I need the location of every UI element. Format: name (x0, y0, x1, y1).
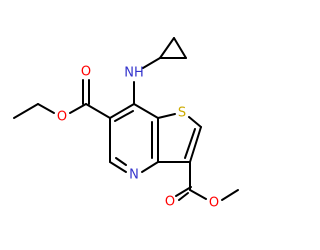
bond-c7a-s1 (157, 113, 176, 119)
bond-m-ester-o-double-b (178, 192, 189, 201)
bond-n4-c5 (109, 161, 127, 173)
bond-ester-c-o-ether (69, 103, 87, 114)
bond-cp-2 (173, 37, 187, 59)
atom-ring-s: S (178, 106, 186, 121)
bond-c2-c3 (189, 126, 202, 163)
bond-nh-cp (142, 57, 161, 69)
bond-m-ester-o-double-a (175, 186, 192, 197)
bond-s1-c2 (188, 116, 202, 128)
atom-ester-o-carbonyl: O (81, 65, 91, 80)
atom-nh: NH (124, 66, 144, 81)
bond-c3a-n4 (141, 161, 159, 173)
molecule-figure: NH O O S N O O (13, 37, 239, 211)
structure-diagram: NH O O S N O O (13, 37, 239, 211)
bond-c5-n4-double (115, 157, 127, 166)
atom-labels: NH O O S N O O (57, 65, 219, 211)
bonds (13, 37, 239, 201)
bond-cp-3 (159, 37, 175, 59)
bond-c6-ester-c (85, 103, 111, 119)
bond-c7-c7a (133, 103, 159, 119)
bond-c6-c7-double (114, 110, 134, 122)
atom-methyl-o-ether: O (209, 196, 219, 211)
atom-ring-n: N (129, 168, 139, 183)
bond-c2-c3-double (184, 128, 196, 159)
bond-c6-c7 (109, 103, 135, 119)
bond-o-ch2 (37, 103, 55, 114)
bond-ch2-ch3 (13, 103, 39, 119)
bond-m-ester-o-ether (189, 189, 207, 200)
bond-o-ch3 (221, 189, 239, 201)
atom-ester-o-ether: O (57, 110, 67, 125)
atom-methyl-o-carbonyl: O (165, 195, 175, 210)
